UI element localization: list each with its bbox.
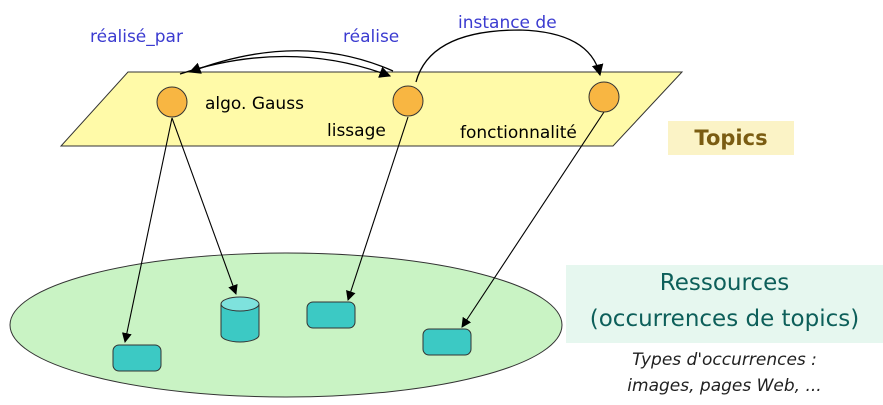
- resources-title: Ressources: [659, 270, 790, 296]
- resource-rect-middle: [306, 301, 356, 329]
- topics-label: Topics: [694, 126, 768, 150]
- occurrence-types-line2: images, pages Web, ...: [627, 376, 822, 396]
- relation-label-instance-de: instance de: [458, 13, 557, 33]
- relation-label-realise: réalise: [343, 27, 399, 47]
- topics-plane: [59, 71, 684, 147]
- arrow-realise-par: [188, 50, 394, 74]
- topic-node-fonctionnalite: [588, 81, 620, 113]
- resource-rect-right: [422, 328, 472, 356]
- resources-label-box: [566, 265, 883, 343]
- resources-ellipse: [9, 252, 563, 398]
- topics-label-box: [668, 121, 794, 155]
- topic-node-lissage: [392, 85, 424, 117]
- topic-node-algo-gauss: [156, 86, 188, 118]
- occurrence-types-line1: Types d'occurrences :: [632, 350, 817, 370]
- resource-cylinder: [220, 296, 260, 343]
- resource-rect-left: [112, 344, 162, 372]
- arrow-realise: [179, 55, 392, 78]
- arrow-gauss-to-rect-left: [121, 117, 173, 343]
- relation-label-realise-par: réalisé_par: [90, 27, 183, 47]
- arrow-lissage-to-rect-middle: [346, 116, 409, 301]
- topic-label-algo-gauss: algo. Gauss: [205, 94, 304, 114]
- topic-label-lissage: lissage: [327, 121, 386, 141]
- arrow-instance-de: [415, 29, 604, 83]
- resources-subtitle: (occurrences de topics): [589, 306, 860, 332]
- arrow-gauss-to-cylinder: [171, 117, 238, 295]
- topic-label-fonctionnalite: fonctionnalité: [460, 123, 577, 143]
- arrow-fonctionnalite-to-rect-right: [461, 111, 605, 328]
